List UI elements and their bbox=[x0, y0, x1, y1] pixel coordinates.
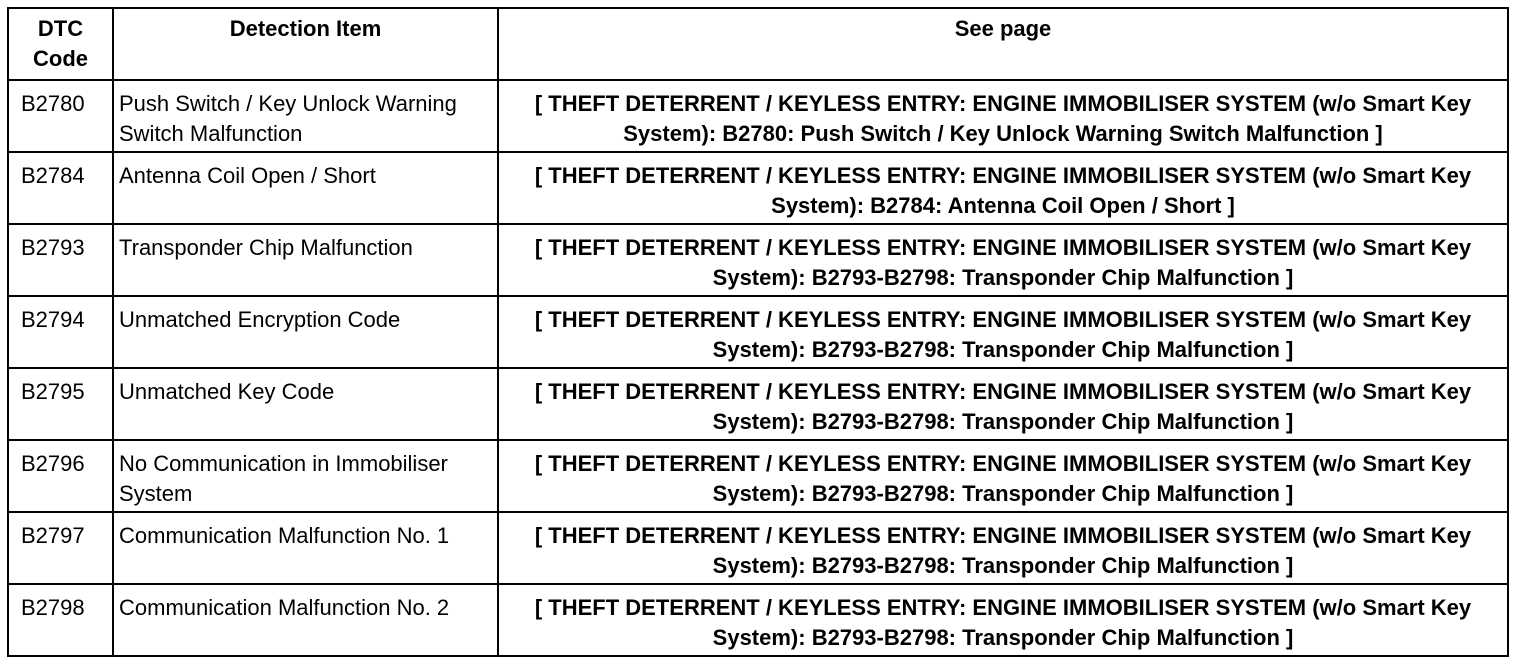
header-dtc-code: DTC Code bbox=[7, 7, 114, 81]
detection-item-cell: Antenna Coil Open / Short bbox=[112, 151, 499, 225]
detection-item-cell: Communication Malfunction No. 1 bbox=[112, 511, 499, 585]
table-row: B2780 Push Switch / Key Unlock Warning S… bbox=[7, 79, 1509, 153]
dtc-table: DTC Code Detection Item See page B2780 P… bbox=[7, 7, 1509, 657]
see-page-link[interactable]: [ THEFT DETERRENT / KEYLESS ENTRY: ENGIN… bbox=[534, 451, 1472, 506]
header-see-page: See page bbox=[497, 7, 1509, 81]
see-page-cell: [ THEFT DETERRENT / KEYLESS ENTRY: ENGIN… bbox=[497, 511, 1509, 585]
see-page-link[interactable]: [ THEFT DETERRENT / KEYLESS ENTRY: ENGIN… bbox=[534, 91, 1472, 146]
detection-item-cell: Unmatched Key Code bbox=[112, 367, 499, 441]
see-page-cell: [ THEFT DETERRENT / KEYLESS ENTRY: ENGIN… bbox=[497, 151, 1509, 225]
detection-item-cell: Communication Malfunction No. 2 bbox=[112, 583, 499, 657]
dtc-code-cell: B2798 bbox=[7, 583, 114, 657]
table-row: B2793 Transponder Chip Malfunction [ THE… bbox=[7, 223, 1509, 297]
dtc-code-cell: B2784 bbox=[7, 151, 114, 225]
table-row: B2796 No Communication in Immobiliser Sy… bbox=[7, 439, 1509, 513]
see-page-link[interactable]: [ THEFT DETERRENT / KEYLESS ENTRY: ENGIN… bbox=[534, 523, 1472, 578]
see-page-link[interactable]: [ THEFT DETERRENT / KEYLESS ENTRY: ENGIN… bbox=[534, 595, 1472, 650]
dtc-code-cell: B2795 bbox=[7, 367, 114, 441]
see-page-link[interactable]: [ THEFT DETERRENT / KEYLESS ENTRY: ENGIN… bbox=[534, 163, 1472, 218]
header-dtc-code-line2: Code bbox=[33, 46, 88, 71]
dtc-code-cell: B2780 bbox=[7, 79, 114, 153]
see-page-link[interactable]: [ THEFT DETERRENT / KEYLESS ENTRY: ENGIN… bbox=[534, 307, 1472, 362]
table-row: B2797 Communication Malfunction No. 1 [ … bbox=[7, 511, 1509, 585]
table-row: B2795 Unmatched Key Code [ THEFT DETERRE… bbox=[7, 367, 1509, 441]
table-row: B2784 Antenna Coil Open / Short [ THEFT … bbox=[7, 151, 1509, 225]
header-row: DTC Code Detection Item See page bbox=[7, 7, 1509, 81]
see-page-cell: [ THEFT DETERRENT / KEYLESS ENTRY: ENGIN… bbox=[497, 79, 1509, 153]
header-dtc-code-line1: DTC bbox=[37, 16, 84, 41]
table-header: DTC Code Detection Item See page bbox=[7, 7, 1509, 81]
see-page-link[interactable]: [ THEFT DETERRENT / KEYLESS ENTRY: ENGIN… bbox=[534, 235, 1472, 290]
detection-item-cell: Transponder Chip Malfunction bbox=[112, 223, 499, 297]
see-page-cell: [ THEFT DETERRENT / KEYLESS ENTRY: ENGIN… bbox=[497, 223, 1509, 297]
see-page-cell: [ THEFT DETERRENT / KEYLESS ENTRY: ENGIN… bbox=[497, 583, 1509, 657]
dtc-code-cell: B2794 bbox=[7, 295, 114, 369]
table-row: B2798 Communication Malfunction No. 2 [ … bbox=[7, 583, 1509, 657]
table-body: B2780 Push Switch / Key Unlock Warning S… bbox=[7, 79, 1509, 657]
dtc-code-cell: B2793 bbox=[7, 223, 114, 297]
detection-item-cell: Push Switch / Key Unlock Warning Switch … bbox=[112, 79, 499, 153]
dtc-code-cell: B2797 bbox=[7, 511, 114, 585]
dtc-code-cell: B2796 bbox=[7, 439, 114, 513]
header-detection-item: Detection Item bbox=[112, 7, 499, 81]
detection-item-cell: Unmatched Encryption Code bbox=[112, 295, 499, 369]
see-page-cell: [ THEFT DETERRENT / KEYLESS ENTRY: ENGIN… bbox=[497, 367, 1509, 441]
see-page-cell: [ THEFT DETERRENT / KEYLESS ENTRY: ENGIN… bbox=[497, 295, 1509, 369]
detection-item-cell: No Communication in Immobiliser System bbox=[112, 439, 499, 513]
table-row: B2794 Unmatched Encryption Code [ THEFT … bbox=[7, 295, 1509, 369]
see-page-cell: [ THEFT DETERRENT / KEYLESS ENTRY: ENGIN… bbox=[497, 439, 1509, 513]
see-page-link[interactable]: [ THEFT DETERRENT / KEYLESS ENTRY: ENGIN… bbox=[534, 379, 1472, 434]
